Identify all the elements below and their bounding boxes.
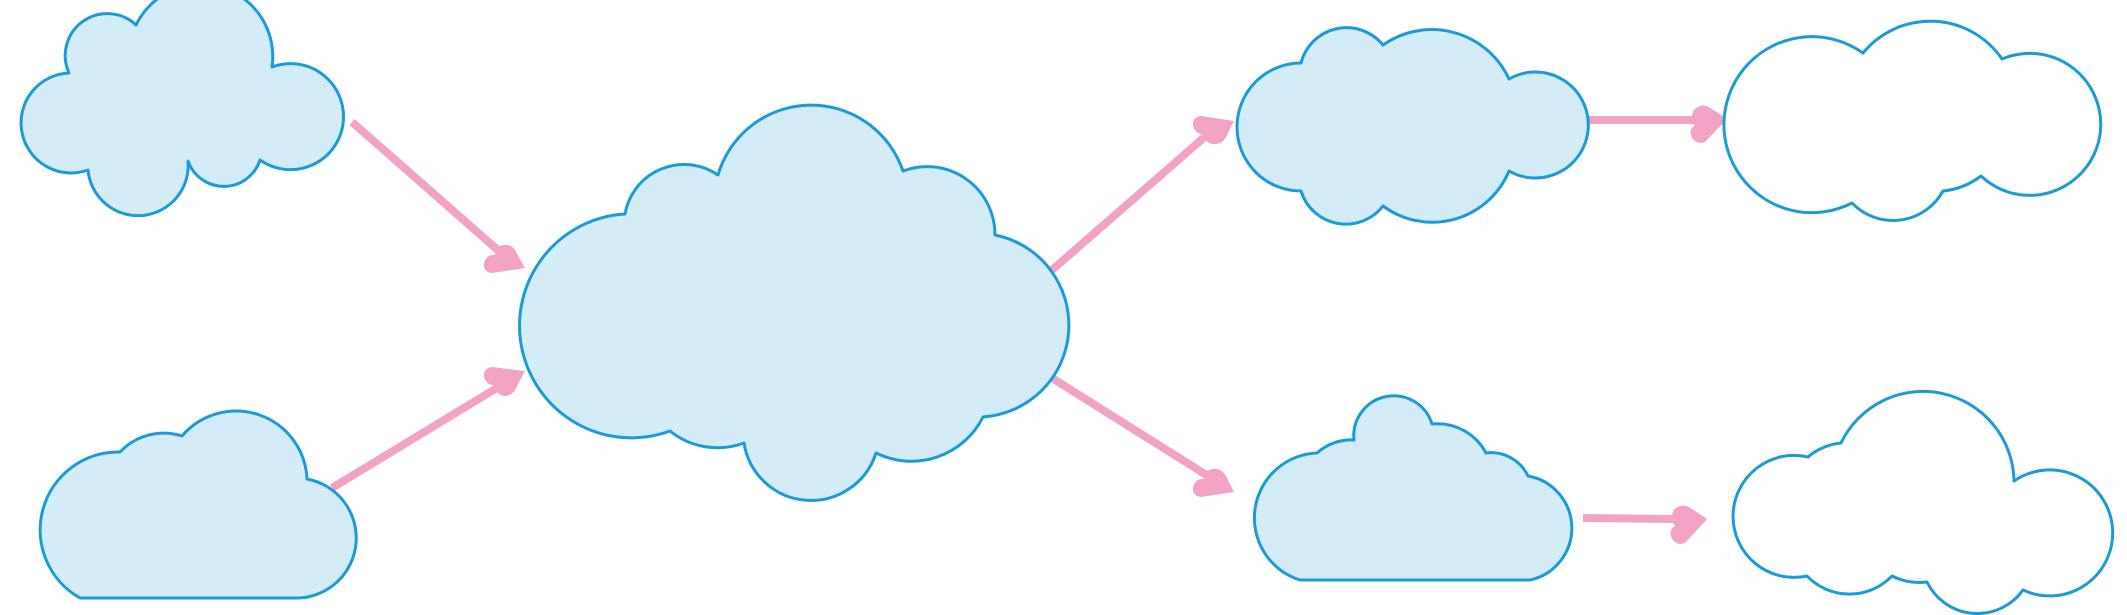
arrow-line-source-top-to-central bbox=[349, 118, 503, 256]
arrow-line-central-to-output-top bbox=[1049, 130, 1211, 274]
arrowhead-central-to-output-top bbox=[1192, 116, 1234, 145]
arrowhead-source-bottom-to-central bbox=[483, 367, 525, 396]
output-cloud-bottom bbox=[1252, 394, 1574, 582]
result-cloud-top bbox=[1722, 19, 2103, 222]
arrow-line-central-to-output-bottom bbox=[1049, 374, 1211, 480]
central-cloud bbox=[518, 103, 1071, 502]
clouds bbox=[19, 0, 2115, 615]
arrow-line-source-bottom-to-central bbox=[329, 382, 503, 492]
arrowheads bbox=[483, 105, 1727, 544]
arrowhead-output-bottom-to-result-bottom bbox=[1670, 505, 1707, 544]
arrowhead-central-to-output-bottom bbox=[1192, 468, 1234, 497]
source-cloud-bottom bbox=[38, 409, 358, 600]
arrowhead-output-top-to-result-top bbox=[1690, 105, 1727, 143]
result-cloud-bottom bbox=[1731, 389, 2115, 615]
arrowhead-source-top-to-central bbox=[483, 244, 525, 273]
arrow-line-output-bottom-to-result-bottom bbox=[1582, 514, 1681, 523]
connections bbox=[329, 116, 1700, 523]
output-cloud-top bbox=[1235, 26, 1590, 226]
source-cloud-top bbox=[19, 0, 346, 218]
